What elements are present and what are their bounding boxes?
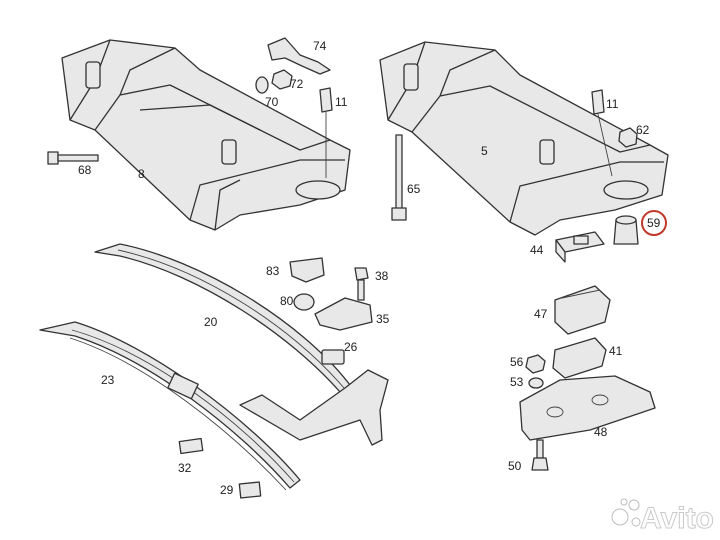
callout-23: 23 <box>101 373 115 387</box>
callout-41: 41 <box>609 344 623 358</box>
callout-11-right: 11 <box>606 97 619 111</box>
callout-5: 5 <box>481 144 488 158</box>
bracket-35 <box>314 297 373 331</box>
callout-59: 59 <box>647 216 661 230</box>
callout-68: 68 <box>78 163 92 177</box>
avito-logo-icon <box>611 498 641 527</box>
washer-70 <box>255 76 269 94</box>
nut-62 <box>618 127 638 148</box>
mount-47 <box>554 285 611 335</box>
frame-right <box>379 41 669 236</box>
callout-62: 62 <box>636 123 650 137</box>
mount-41 <box>552 337 607 379</box>
callout-38: 38 <box>375 269 389 283</box>
callout-8: 8 <box>138 167 145 181</box>
callout-83: 83 <box>266 264 280 278</box>
callout-80: 80 <box>280 294 294 308</box>
nut-56 <box>525 354 546 374</box>
bolt-65 <box>391 134 407 221</box>
callout-53: 53 <box>510 375 524 389</box>
callout-labels: 74 72 70 11 68 8 65 11 62 5 59 44 83 38 … <box>78 39 667 497</box>
callout-74: 74 <box>313 39 327 53</box>
callout-50: 50 <box>508 459 522 473</box>
bracket-83 <box>289 257 325 283</box>
bracket-11-left <box>319 87 333 178</box>
mount-59 <box>613 215 639 245</box>
washer-80 <box>293 293 315 311</box>
arm-26 <box>239 349 389 446</box>
callout-47: 47 <box>534 307 548 321</box>
callout-48: 48 <box>594 425 608 439</box>
bolt-38 <box>354 267 369 301</box>
callout-20: 20 <box>204 315 218 329</box>
spring-23 <box>39 321 301 491</box>
bracket-74 <box>267 37 331 75</box>
pad-32 <box>178 437 204 455</box>
bolt-50 <box>531 439 549 471</box>
callout-32: 32 <box>178 461 192 475</box>
callout-44: 44 <box>530 243 544 257</box>
washer-53 <box>528 377 544 389</box>
callout-35: 35 <box>376 312 390 326</box>
callout-29: 29 <box>220 483 234 497</box>
watermark-text: Avito <box>640 502 714 535</box>
bolt-68 <box>47 151 99 165</box>
callout-72: 72 <box>290 77 304 91</box>
bracket-11-right <box>591 89 613 177</box>
clip-29 <box>238 481 262 499</box>
crossmember-48 <box>519 375 656 441</box>
frame-left <box>61 39 351 231</box>
callout-65: 65 <box>407 182 421 196</box>
callout-26: 26 <box>344 340 358 354</box>
nut-72 <box>271 69 293 90</box>
callout-11-left: 11 <box>335 95 348 109</box>
callout-56: 56 <box>510 355 524 369</box>
callout-59-highlight-ring <box>641 210 667 236</box>
callout-70: 70 <box>265 95 279 109</box>
mount-44 <box>555 231 605 263</box>
watermark: Avito <box>611 498 714 536</box>
